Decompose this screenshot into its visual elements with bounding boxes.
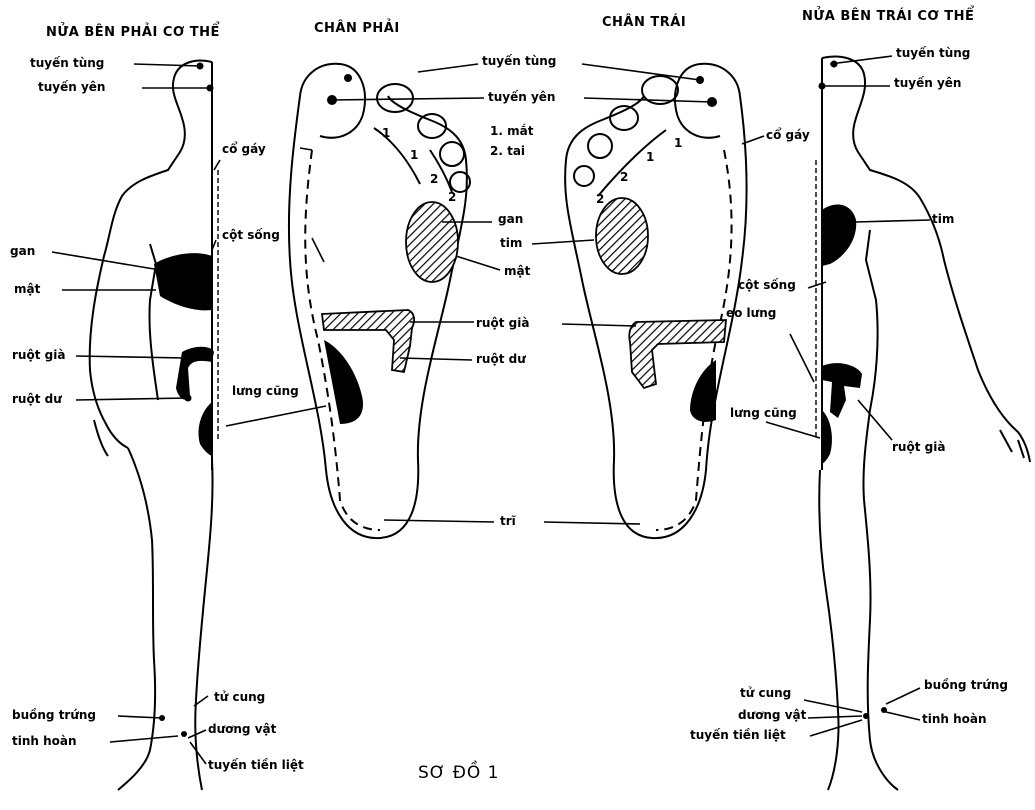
header-right-foot: CHÂN PHẢI bbox=[314, 22, 400, 36]
header-left-half: NỬA BÊN TRÁI CƠ THỂ bbox=[802, 10, 974, 24]
left-foot-heart bbox=[596, 198, 648, 274]
header-right-half: NỬA BÊN PHẢI CƠ THỂ bbox=[46, 26, 220, 40]
right-colon bbox=[822, 363, 862, 418]
label-center-tim: tim bbox=[500, 236, 522, 250]
left-body-figure bbox=[90, 61, 218, 790]
label-right-tu-cung: tử cung bbox=[740, 686, 791, 700]
right-body-leg bbox=[864, 500, 898, 790]
label-right-tim: tim bbox=[932, 212, 954, 226]
label-left-ruot-du: ruột dư bbox=[12, 392, 62, 406]
left-foot-lumbar bbox=[690, 360, 716, 422]
marker-right-foot-1b: 1 bbox=[410, 148, 418, 162]
diagram-title: SƠ ĐỒ 1 bbox=[418, 766, 500, 780]
left-lower-back bbox=[199, 402, 213, 456]
marker-right-foot-2a: 2 bbox=[430, 172, 438, 186]
header-left-foot: CHÂN TRÁI bbox=[602, 16, 686, 30]
label-left-buong-trung: buồng trứng bbox=[12, 708, 96, 722]
label-left-lung-cung: lưng cũng bbox=[232, 384, 299, 398]
label-right-duong-vat: dương vật bbox=[738, 708, 806, 722]
label-left-mat: mật bbox=[14, 282, 40, 296]
label-center-legend-1: 1. mắt bbox=[490, 124, 533, 138]
label-center-ruot-du: ruột dư bbox=[476, 352, 526, 366]
label-right-lung-cung: lưng cũng bbox=[730, 406, 797, 420]
right-body-outline-upper bbox=[822, 57, 1030, 462]
label-center-ruot-gia: ruột già bbox=[476, 316, 529, 330]
label-right-tuyen-yen: tuyến yên bbox=[894, 76, 961, 90]
label-left-tuyen-tien-liet: tuyến tiền liệt bbox=[208, 758, 304, 772]
left-liver-gallbladder bbox=[154, 253, 212, 310]
label-right-tuyen-tung: tuyến tùng bbox=[896, 46, 970, 60]
marker-left-foot-2b: 2 bbox=[596, 192, 604, 206]
label-left-co-gay: cổ gáy bbox=[222, 142, 266, 156]
label-right-tinh-hoan: tinh hoàn bbox=[922, 712, 987, 726]
marker-left-foot-1b: 1 bbox=[646, 150, 654, 164]
marker-right-foot-2b: 2 bbox=[448, 190, 456, 204]
label-right-tuyen-tien-liet: tuyến tiền liệt bbox=[690, 728, 786, 742]
marker-right-foot-1a: 1 bbox=[382, 126, 390, 140]
label-right-cot-song: cột sống bbox=[738, 278, 796, 292]
right-foot-liver bbox=[406, 202, 458, 282]
label-center-gan: gan bbox=[498, 212, 523, 226]
leader-lines bbox=[52, 56, 930, 764]
label-right-ruot-gia: ruột già bbox=[892, 440, 945, 454]
right-foot-figure bbox=[289, 64, 470, 538]
marker-left-foot-2a: 2 bbox=[620, 170, 628, 184]
label-left-tuyen-tung: tuyến tùng bbox=[30, 56, 104, 70]
label-left-tu-cung: tử cung bbox=[214, 690, 265, 704]
label-left-gan: gan bbox=[10, 244, 35, 258]
label-center-tri: trĩ bbox=[500, 514, 516, 528]
label-center-tuyen-tung: tuyến tùng bbox=[482, 54, 556, 68]
marker-left-foot-1a: 1 bbox=[674, 136, 682, 150]
left-colon bbox=[176, 347, 214, 400]
label-right-buong-trung: buồng trứng bbox=[924, 678, 1008, 692]
label-left-duong-vat: dương vật bbox=[208, 722, 276, 736]
label-center-legend-2: 2. tai bbox=[490, 144, 525, 158]
right-body-organs bbox=[819, 61, 888, 720]
left-foot-outline bbox=[565, 96, 746, 538]
label-center-mat: mật bbox=[504, 264, 530, 278]
label-left-cot-song: cột sống bbox=[222, 228, 280, 242]
right-lower-back bbox=[822, 410, 832, 464]
label-right-co-gay: cổ gáy bbox=[766, 128, 810, 142]
left-foot-figure bbox=[565, 64, 746, 538]
left-body-organs bbox=[154, 63, 214, 738]
label-left-tinh-hoan: tinh hoàn bbox=[12, 734, 77, 748]
label-right-eo-lung: eo lưng bbox=[726, 306, 776, 320]
label-left-tuyen-yen: tuyến yên bbox=[38, 80, 105, 94]
label-left-ruot-gia: ruột già bbox=[12, 348, 65, 362]
right-heart bbox=[822, 205, 856, 266]
label-center-tuyen-yen: tuyến yên bbox=[488, 90, 555, 104]
